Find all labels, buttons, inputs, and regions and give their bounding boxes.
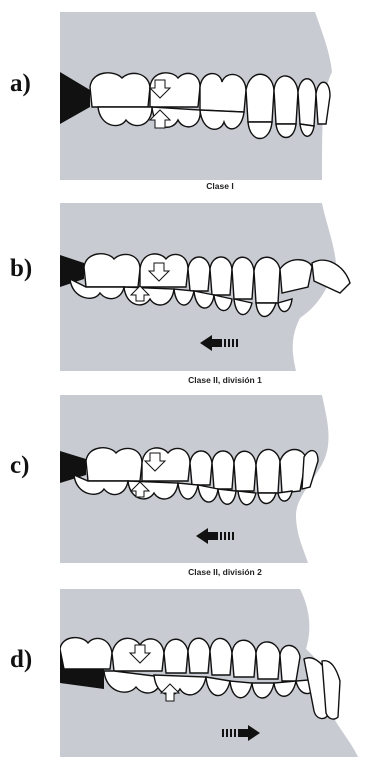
panel-d (60, 589, 362, 757)
panel-letter-b: b) (10, 255, 32, 283)
panel-letter-a: a) (10, 70, 31, 98)
caption-c: Clase II, división 2 (155, 567, 295, 577)
caption-a: Clase I (160, 181, 280, 191)
panel-d-drawing (60, 589, 362, 757)
panel-a (60, 12, 362, 180)
panel-letter-d: d) (10, 646, 32, 674)
caption-b: Clase II, división 1 (155, 375, 295, 385)
panel-b-drawing (60, 203, 362, 371)
panel-c-drawing (60, 395, 362, 563)
panel-letter-c: c) (10, 452, 29, 480)
panel-c (60, 395, 362, 563)
panel-a-drawing (60, 12, 362, 180)
panel-b (60, 203, 362, 371)
